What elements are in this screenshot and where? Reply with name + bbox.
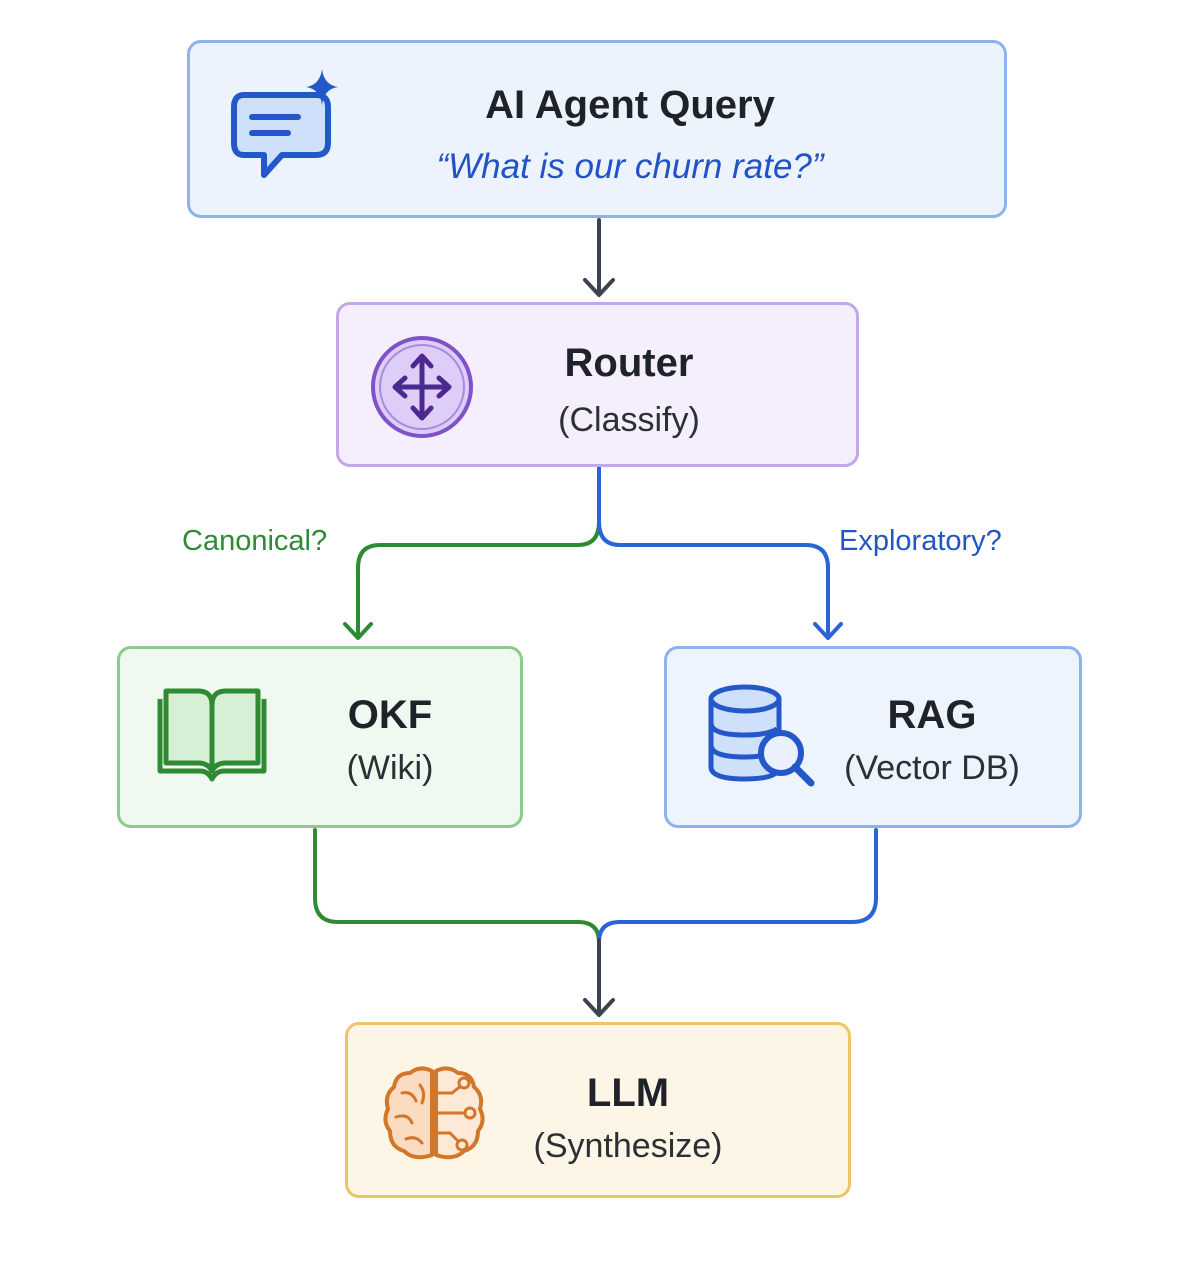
edge-okf-llm bbox=[313, 828, 601, 944]
edge-rag-llm bbox=[597, 828, 878, 944]
edge-router-stem bbox=[576, 466, 622, 547]
router-arrows-icon bbox=[367, 332, 477, 447]
node-title: RAG bbox=[887, 693, 977, 737]
edge-label-exploratory: Exploratory? bbox=[839, 525, 1002, 557]
node-router: Router (Classify) bbox=[336, 302, 859, 467]
chat-sparkle-icon bbox=[230, 65, 342, 190]
node-subtitle: “What is our churn rate?” bbox=[436, 147, 824, 186]
node-okf: OKF (Wiki) bbox=[117, 646, 523, 828]
node-title: Router bbox=[564, 341, 694, 385]
node-subtitle: (Synthesize) bbox=[533, 1127, 723, 1165]
database-search-icon bbox=[705, 681, 817, 798]
edge-router-okf bbox=[343, 543, 580, 640]
edge-router-rag bbox=[618, 543, 843, 640]
node-title: AI Agent Query bbox=[485, 83, 775, 127]
edge-merge-llm bbox=[583, 938, 615, 1017]
node-title: LLM bbox=[586, 1071, 670, 1115]
edge-label-canonical: Canonical? bbox=[182, 525, 328, 557]
node-subtitle: (Classify) bbox=[558, 401, 700, 439]
node-subtitle: (Wiki) bbox=[346, 749, 434, 787]
node-subtitle: (Vector DB) bbox=[844, 749, 1020, 787]
node-rag: RAG (Vector DB) bbox=[664, 646, 1082, 828]
node-title: OKF bbox=[347, 693, 433, 737]
brain-circuit-icon bbox=[382, 1063, 486, 1168]
open-book-icon bbox=[154, 685, 270, 790]
edge-query-router bbox=[583, 218, 615, 297]
node-llm: LLM (Synthesize) bbox=[345, 1022, 851, 1198]
node-ai-agent-query: AI Agent Query “What is our churn rate?” bbox=[187, 40, 1007, 218]
